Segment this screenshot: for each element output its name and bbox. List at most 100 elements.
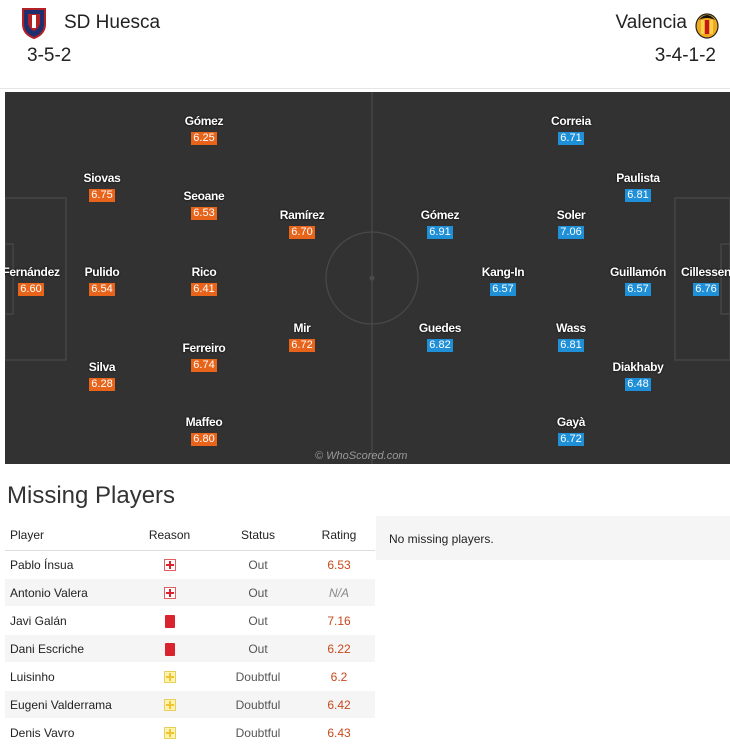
- player-rating: 6.48: [625, 378, 651, 391]
- away-player[interactable]: Cillessen 6.76: [671, 265, 730, 297]
- player-rating: 6.41: [191, 283, 217, 296]
- home-player[interactable]: Fernández 6.60: [5, 265, 66, 297]
- missing-player-name[interactable]: Javi Galán: [5, 606, 126, 635]
- table-row: Javi Galán Out 7.16: [5, 606, 375, 635]
- missing-player-name[interactable]: Eugeni Valderrama: [5, 690, 126, 719]
- player-rating: 7.06: [558, 226, 584, 239]
- table-row: Luisinho Doubtful 6.2: [5, 662, 375, 691]
- away-team-name[interactable]: Valencia: [615, 12, 687, 33]
- missing-status: Out: [213, 578, 303, 607]
- injury-icon: [163, 587, 176, 600]
- table-row: Antonio Valera Out N/A: [5, 578, 375, 607]
- home-missing-table: Player Reason Status Rating Pablo Ínsua …: [5, 520, 375, 747]
- red-card-icon: [164, 614, 175, 628]
- player-name: Cillessen: [681, 265, 730, 279]
- player-rating: 6.91: [427, 226, 453, 239]
- player-name: Rico: [191, 265, 217, 279]
- player-name: Mir: [293, 321, 311, 335]
- col-status-header[interactable]: Status: [213, 520, 303, 551]
- table-row: Denis Vavro Doubtful 6.43: [5, 718, 375, 747]
- home-formation: 3-5-2: [27, 45, 72, 66]
- missing-rating: 6.42: [303, 690, 375, 719]
- missing-player-name[interactable]: Pablo Ínsua: [5, 550, 126, 579]
- player-name: Soler: [556, 208, 586, 222]
- away-player[interactable]: Kang-In 6.57: [468, 265, 538, 297]
- table-row: Eugeni Valderrama Doubtful 6.42: [5, 690, 375, 719]
- home-player[interactable]: Siovas 6.75: [67, 171, 137, 203]
- player-name: Kang-In: [481, 265, 525, 279]
- col-rating-header[interactable]: Rating: [303, 520, 375, 551]
- doubtful-icon: [163, 699, 176, 712]
- col-reason-header[interactable]: Reason: [126, 520, 213, 551]
- away-player[interactable]: Diakhaby 6.48: [603, 360, 673, 392]
- missing-players-title: Missing Players: [7, 482, 176, 509]
- player-rating: 6.81: [625, 189, 651, 202]
- player-rating: 6.80: [191, 433, 217, 446]
- missing-rating: 6.43: [303, 718, 375, 747]
- player-rating: 6.57: [490, 283, 516, 296]
- player-name: Seoane: [183, 189, 225, 203]
- missing-player-name[interactable]: Dani Escriche: [5, 634, 126, 663]
- player-name: Ferreiro: [182, 341, 226, 355]
- player-name: Maffeo: [185, 415, 223, 429]
- home-team-name[interactable]: SD Huesca: [64, 12, 161, 33]
- missing-player-name[interactable]: Antonio Valera: [5, 578, 126, 607]
- player-name: Wass: [556, 321, 586, 335]
- player-rating: 6.75: [89, 189, 115, 202]
- player-name: Paulista: [616, 171, 660, 185]
- player-name: Siovas: [83, 171, 121, 185]
- valencia-crest-icon: [695, 13, 719, 39]
- missing-status: Out: [213, 550, 303, 579]
- doubtful-icon: [163, 671, 176, 684]
- missing-status: Out: [213, 606, 303, 635]
- away-player[interactable]: Gayà 6.72: [536, 415, 606, 447]
- match-header: SD Huesca 3-5-2 Valencia 3-4-1-2: [0, 0, 730, 89]
- missing-rating: 7.16: [303, 606, 375, 635]
- missing-player-name[interactable]: Luisinho: [5, 662, 126, 691]
- player-rating: 6.60: [18, 283, 44, 296]
- missing-status: Doubtful: [213, 662, 303, 691]
- away-formation: 3-4-1-2: [654, 45, 716, 66]
- red-card-icon: [164, 642, 175, 656]
- player-name: Gómez: [184, 114, 224, 128]
- home-player[interactable]: Maffeo 6.80: [169, 415, 239, 447]
- col-player-header[interactable]: Player: [5, 520, 126, 551]
- missing-rating: 6.2: [303, 662, 375, 691]
- player-name: Diakhaby: [612, 360, 664, 374]
- player-rating: 6.76: [693, 283, 719, 296]
- player-name: Pulido: [84, 265, 120, 279]
- huesca-crest-icon: [22, 8, 46, 40]
- player-name: Gayà: [556, 415, 586, 429]
- player-name: Ramírez: [279, 208, 325, 222]
- missing-status: Out: [213, 634, 303, 663]
- away-player[interactable]: Paulista 6.81: [603, 171, 673, 203]
- home-player[interactable]: Rico 6.41: [169, 265, 239, 297]
- player-rating: 6.57: [625, 283, 651, 296]
- watermark: © WhoScored.com: [315, 450, 408, 462]
- player-rating: 6.81: [558, 339, 584, 352]
- away-player[interactable]: Wass 6.81: [536, 321, 606, 353]
- player-rating: 6.82: [427, 339, 453, 352]
- table-row: Pablo Ínsua Out 6.53: [5, 550, 375, 579]
- player-rating: 6.71: [558, 132, 584, 145]
- doubtful-icon: [163, 727, 176, 740]
- missing-player-name[interactable]: Denis Vavro: [5, 718, 126, 747]
- player-rating: 6.72: [558, 433, 584, 446]
- player-name: Correia: [551, 114, 591, 128]
- player-rating: 6.28: [89, 378, 115, 391]
- away-player[interactable]: Guedes 6.82: [405, 321, 475, 353]
- away-player[interactable]: Correia 6.71: [536, 114, 606, 146]
- away-player[interactable]: Soler 7.06: [536, 208, 606, 240]
- player-name: Fernández: [5, 265, 60, 279]
- player-name: Guedes: [418, 321, 462, 335]
- injury-icon: [163, 559, 176, 572]
